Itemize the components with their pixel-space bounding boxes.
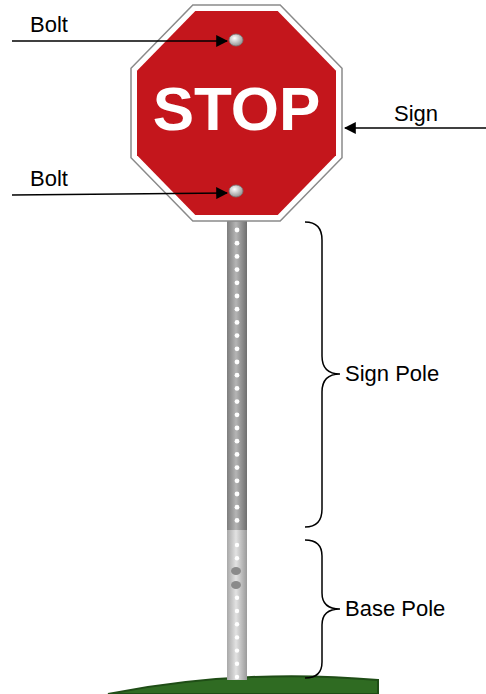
pole-hole xyxy=(235,635,239,639)
pole-hole xyxy=(235,518,240,523)
pole-hole xyxy=(235,505,240,510)
leader-line xyxy=(345,127,486,129)
pole-hole xyxy=(235,609,239,613)
part-label: Bolt xyxy=(30,12,68,38)
part-label: Base Pole xyxy=(345,596,445,622)
pole-hole xyxy=(235,478,240,483)
pole-hole xyxy=(235,452,240,457)
bracket xyxy=(305,540,340,678)
part-label: Sign Pole xyxy=(345,361,439,387)
pole-hole xyxy=(235,465,240,470)
pole-hole xyxy=(235,662,239,666)
sign-border xyxy=(131,5,342,221)
pole-hole xyxy=(235,399,240,404)
sign-octagon: STOP xyxy=(130,4,343,222)
pole-hole xyxy=(235,373,240,378)
pole-hole xyxy=(235,543,239,547)
bracket xyxy=(305,222,340,527)
pole-hole xyxy=(235,596,239,600)
sign-pole xyxy=(227,218,247,530)
pole-hole xyxy=(235,254,240,259)
pole-hole xyxy=(235,307,240,312)
pole-hole xyxy=(235,241,240,246)
pole-hole xyxy=(235,556,239,560)
pole-holes xyxy=(235,228,240,680)
pole-hole xyxy=(235,412,240,417)
pole-hole xyxy=(235,267,240,272)
pole-hole xyxy=(235,492,240,497)
pole-hole xyxy=(235,386,240,391)
pole-hole xyxy=(235,228,240,233)
pole-hole xyxy=(235,320,240,325)
pole-hole xyxy=(235,360,240,365)
base-pole-bolt xyxy=(231,581,241,589)
pole-hole xyxy=(235,333,240,338)
base-pole-bolt xyxy=(231,567,241,575)
pole-hole xyxy=(235,280,240,285)
pole-hole xyxy=(235,439,240,444)
pole-hole xyxy=(235,426,240,431)
pole-hole xyxy=(235,294,240,299)
part-label: Bolt xyxy=(30,166,68,192)
pole-hole xyxy=(235,675,239,679)
pole-hole xyxy=(235,648,239,652)
base-pole xyxy=(227,528,247,680)
part-label: Sign xyxy=(394,101,438,127)
pole-hole xyxy=(235,346,240,351)
pole-hole xyxy=(235,622,239,626)
sign-text: STOP xyxy=(130,78,343,140)
